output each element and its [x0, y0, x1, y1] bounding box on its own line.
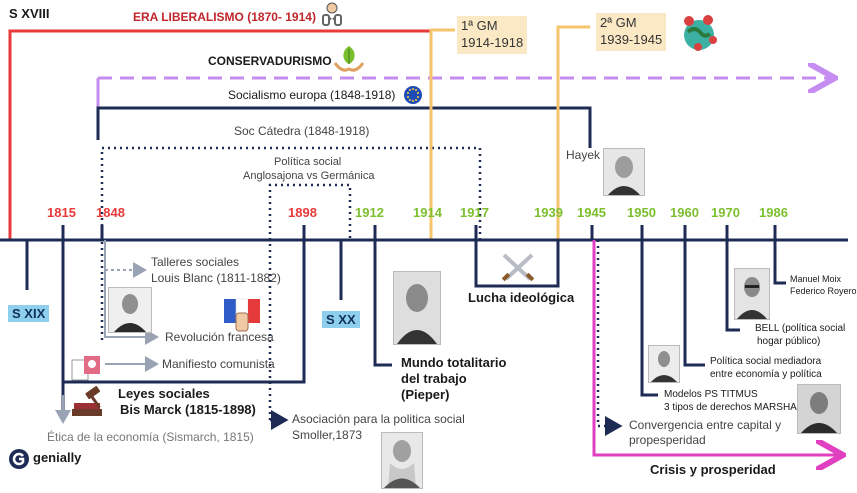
- asociacion-label-line1: Asociación para la politica social: [292, 412, 465, 426]
- moix-connector: [773, 240, 786, 285]
- soc-catedra-bracket: [100, 146, 482, 340]
- mundo-label-line2: del trabajo: [401, 371, 467, 386]
- gm2-label: 2ª GM: [600, 15, 637, 30]
- crossed-swords-icon: [500, 251, 536, 283]
- politica-social-label-line2: Anglosajona vs Germánica: [243, 170, 375, 182]
- leyes-connector: [63, 240, 306, 384]
- year-1986: 1986: [759, 205, 788, 220]
- convergencia-connector: [596, 240, 623, 436]
- century-s19-label: S XIX: [8, 305, 50, 322]
- gavel-books-icon: [70, 385, 110, 419]
- leyes-label-line2: Bis Marck (1815-1898): [120, 402, 256, 417]
- talleres-label-line1: Talleres sociales: [151, 255, 240, 269]
- gm1-years: 1914-1918: [461, 34, 524, 50]
- etica-label: Ética de la economía (Sismarch, 1815): [47, 430, 254, 444]
- year-1848: 1848: [96, 205, 125, 220]
- mundo-connector: [373, 240, 392, 367]
- manifesto-fist-icon: [70, 354, 104, 384]
- asociacion-label-line2: Smoller,1873: [292, 428, 363, 442]
- convergencia-label-line2: propesperidad: [629, 433, 706, 447]
- era-conservadurismo-label: CONSERVADURISMO: [208, 54, 332, 68]
- gm2-years: 1939-1945: [600, 31, 663, 47]
- french-flag-fist-icon: [222, 297, 262, 333]
- smoller-portrait: [381, 432, 423, 489]
- mundo-label-line3: (Pieper): [401, 387, 450, 402]
- gm2-line: [556, 25, 590, 240]
- revolucion-connector: [104, 240, 159, 345]
- year-1914: 1914: [413, 205, 442, 220]
- modelos-connector: [640, 240, 658, 397]
- bell-portrait: [734, 268, 770, 320]
- crisis-label: Crisis y prosperidad: [650, 462, 776, 477]
- socialismo-bracket: [96, 106, 592, 148]
- genially-brand-name[interactable]: genially: [33, 450, 82, 465]
- leyes-label-line1: Leyes sociales: [118, 386, 210, 401]
- crisis-arrow: [592, 240, 840, 455]
- mediadora-label-line1: Política social mediadora: [710, 356, 822, 367]
- marshall-portrait: [797, 384, 841, 434]
- moix-label-line2: Federico Royero: [790, 286, 857, 296]
- year-1898: 1898: [288, 205, 317, 220]
- year-1945: 1945: [577, 205, 606, 220]
- pieper-portrait: [393, 271, 441, 345]
- year-1950: 1950: [627, 205, 656, 220]
- year-1970: 1970: [711, 205, 740, 220]
- hayek-portrait: [603, 148, 645, 196]
- talleres-label-line2: Louis Blanc (1811-1882): [151, 271, 281, 285]
- year-1917: 1917: [460, 205, 489, 220]
- era-soc-catedra-label: Soc Cátedra (1848-1918): [234, 124, 370, 138]
- hayek-label: Hayek: [566, 148, 601, 162]
- moix-label-line1: Manuel Moix: [790, 274, 842, 284]
- year-1912: 1912: [355, 205, 384, 220]
- revolucion-label: Revolución francesa: [165, 330, 274, 344]
- globe-virus-icon: [678, 12, 720, 54]
- year-1815: 1815: [47, 205, 76, 220]
- manifiesto-label: Manifiesto comunista: [162, 357, 275, 371]
- mundo-label-line1: Mundo totalitario: [401, 355, 507, 370]
- louis-blanc-portrait: [108, 287, 152, 333]
- bell-label-line1: BELL (política social: [755, 323, 846, 334]
- lucha-label: Lucha ideológica: [468, 290, 575, 305]
- modelos-label-line2: 3 tipos de derechos MARSHALL: [664, 402, 808, 413]
- mediadora-label-line2: entre economía y política: [710, 369, 822, 380]
- eu-flag-icon: [403, 85, 423, 105]
- era-socialismo-label: Socialismo europa (1848-1918): [228, 88, 396, 102]
- gm2-box: 2ª GM 1939-1945: [596, 13, 667, 51]
- gm1-label: 1ª GM: [461, 18, 498, 33]
- politica-social-bracket: [268, 183, 352, 420]
- genially-logo-icon[interactable]: [9, 449, 29, 469]
- mediadora-connector: [683, 240, 705, 367]
- era-liberalismo-label: ERA LIBERALISMO (1870- 1914): [133, 10, 316, 24]
- leaf-hands-icon: [332, 43, 366, 75]
- broken-chains-icon: [320, 2, 344, 28]
- year-1960: 1960: [670, 205, 699, 220]
- convergencia-label-line1: Convergencia entre capital y: [629, 418, 782, 432]
- century-s20-label: S XX: [322, 311, 360, 328]
- politica-social-label-line1: Política social: [274, 156, 342, 168]
- titmus-portrait: [648, 345, 680, 383]
- bell-connector: [725, 240, 740, 332]
- century-s18-label: S XVIII: [9, 6, 50, 21]
- gm1-box: 1ª GM 1914-1918: [457, 16, 528, 54]
- lucha-bracket: [474, 240, 560, 288]
- year-1939: 1939: [534, 205, 563, 220]
- modelos-label-line1: Modelos PS TITMUS: [664, 389, 758, 400]
- bell-label-line2: hogar público): [757, 336, 821, 347]
- gm1-line: [429, 28, 455, 240]
